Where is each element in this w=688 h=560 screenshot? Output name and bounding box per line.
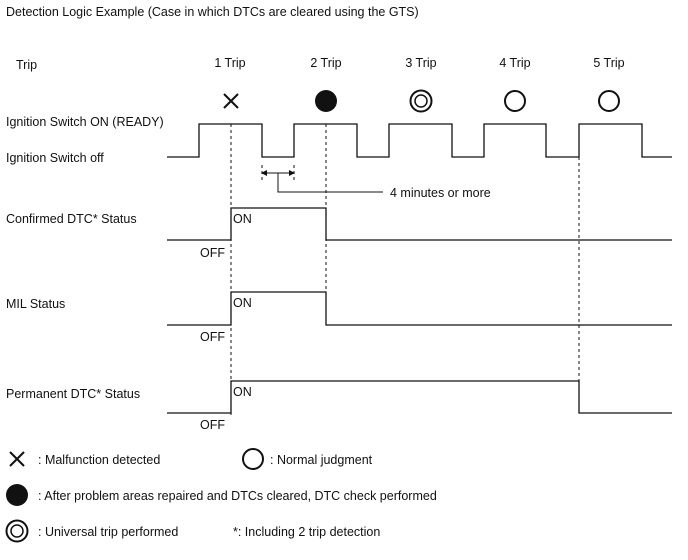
- legend-cross-icon: [9, 451, 25, 467]
- interval-note: 4 minutes or more: [390, 186, 491, 200]
- legend-normal: : Normal judgment: [270, 453, 373, 467]
- legend-malfunction: : Malfunction detected: [38, 453, 160, 467]
- legend-circle-icon: [242, 448, 264, 470]
- row-label-confirmed-dtc: Confirmed DTC* Status: [6, 212, 137, 226]
- confirmed-dtc-off-label: OFF: [200, 246, 225, 260]
- trip-label-4: 4 Trip: [499, 56, 530, 70]
- interval-dimension: [261, 165, 383, 193]
- normal-judgment-circle-icon: [504, 90, 526, 112]
- row-label-ignition-off: Ignition Switch off: [6, 151, 104, 165]
- mil-off-label: OFF: [200, 330, 225, 344]
- universal-trip-double-circle-icon: [409, 89, 433, 113]
- mil-on-label: ON: [233, 296, 252, 310]
- permanent-dtc-waveform: [167, 380, 672, 414]
- legend-filled-circle-icon: [6, 484, 28, 506]
- confirmed-dtc-on-label: ON: [233, 212, 252, 226]
- row-label-mil: MIL Status: [6, 297, 65, 311]
- row-label-permanent-dtc: Permanent DTC* Status: [6, 387, 140, 401]
- ignition-waveform: [167, 123, 672, 158]
- row-label-ignition-on: Ignition Switch ON (READY): [6, 115, 164, 129]
- trip-label-5: 5 Trip: [593, 56, 624, 70]
- permanent-dtc-off-label: OFF: [200, 418, 225, 432]
- trip-label-3: 3 Trip: [405, 56, 436, 70]
- trip-label-2: 2 Trip: [310, 56, 341, 70]
- legend-universal: : Universal trip performed: [38, 525, 178, 539]
- legend-footnote: *: Including 2 trip detection: [233, 525, 380, 539]
- legend-double-circle-icon: [5, 519, 29, 543]
- legend-repaired: : After problem areas repaired and DTCs …: [38, 489, 437, 503]
- dtc-check-filled-circle-icon: [315, 90, 337, 112]
- mil-waveform: [167, 291, 672, 326]
- confirmed-dtc-waveform: [167, 207, 672, 241]
- normal-judgment-circle-icon: [598, 90, 620, 112]
- diagram-title: Detection Logic Example (Case in which D…: [6, 5, 419, 19]
- trip-header: Trip: [16, 58, 37, 72]
- trip-label-1: 1 Trip: [214, 56, 245, 70]
- permanent-dtc-on-label: ON: [233, 385, 252, 399]
- malfunction-cross-icon: [223, 93, 239, 109]
